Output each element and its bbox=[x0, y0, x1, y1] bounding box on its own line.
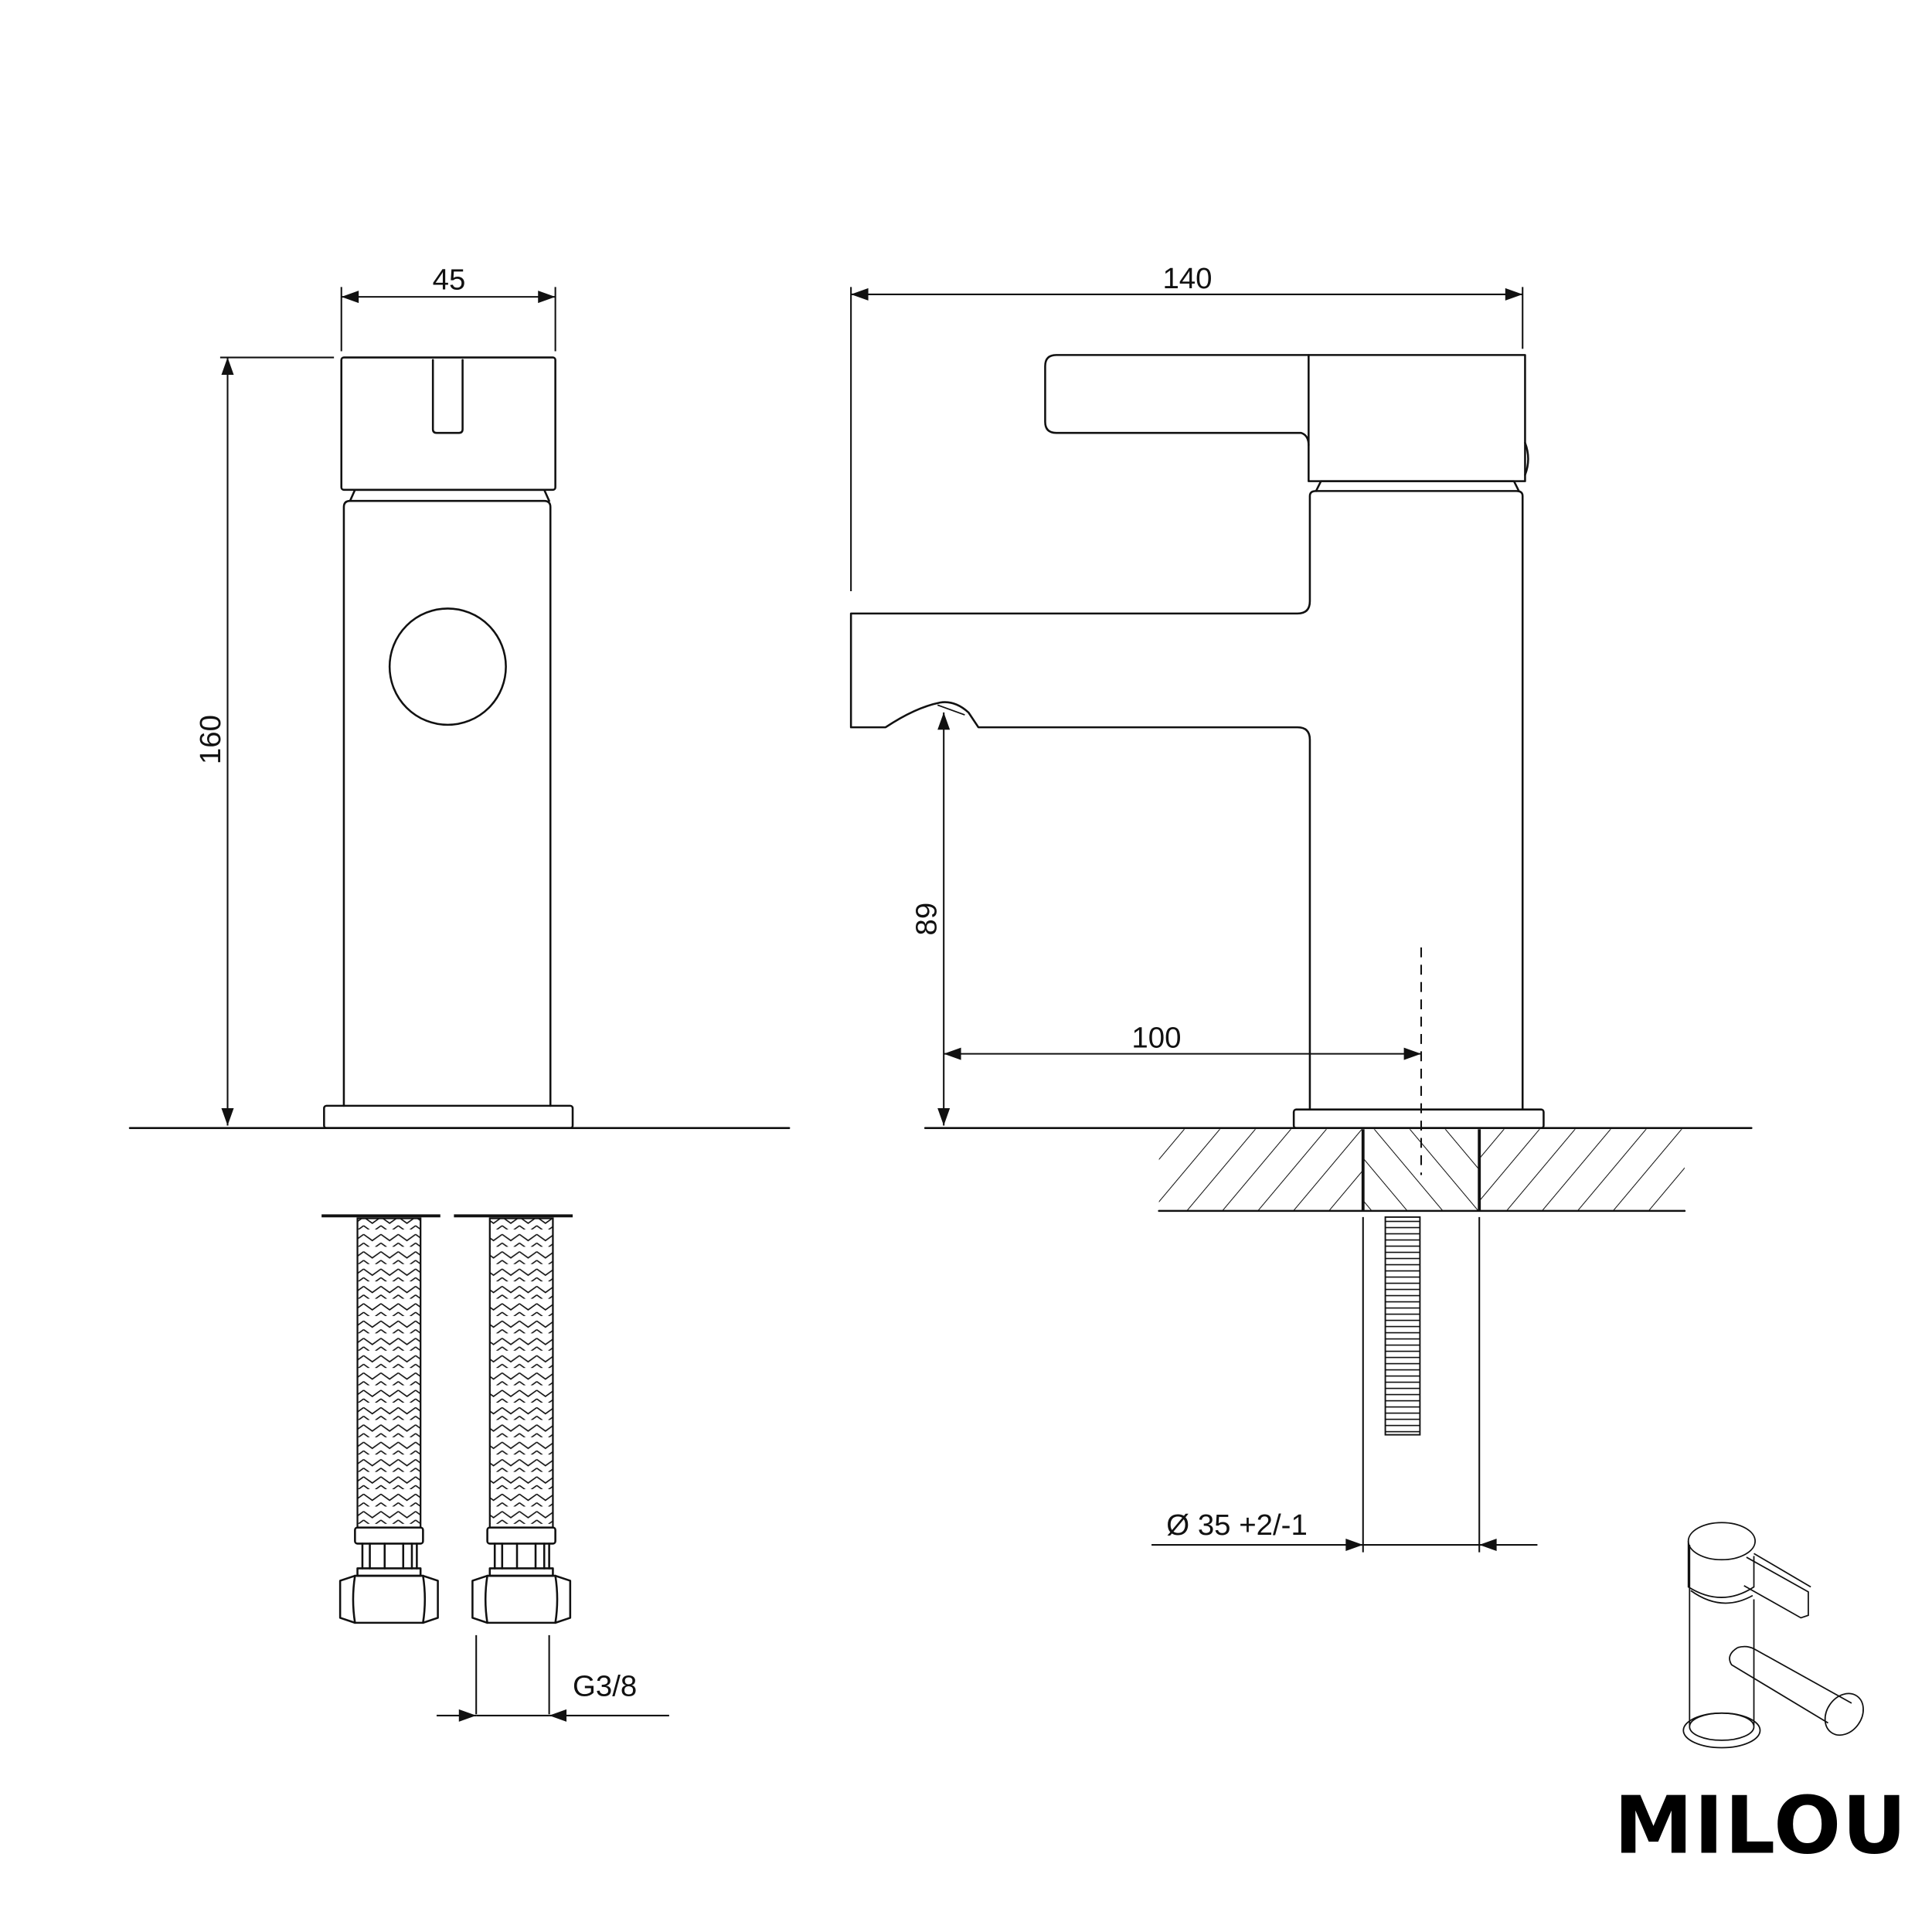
base-plate bbox=[323, 1104, 574, 1129]
dimension-height: 160 bbox=[194, 356, 335, 1126]
front-view: 45 160 bbox=[128, 264, 791, 1129]
tap-body bbox=[849, 490, 1524, 1111]
thread-label: G3/8 bbox=[573, 1669, 637, 1702]
collar bbox=[1315, 480, 1520, 492]
handle-cap bbox=[340, 356, 556, 492]
dimension-hole-diameter: Ø 35 +2/-1 bbox=[1151, 1509, 1538, 1552]
hose-left bbox=[321, 1214, 440, 1624]
height-label: 160 bbox=[194, 715, 227, 764]
flexible-hoses: G3/8 bbox=[321, 1214, 669, 1722]
hole-diameter-label: Ø 35 +2/-1 bbox=[1166, 1509, 1308, 1542]
mounting-stud bbox=[1384, 1216, 1421, 1436]
spout-reach-label: 100 bbox=[1131, 1022, 1181, 1055]
aerator-edge bbox=[937, 704, 965, 716]
brand-logo: MILOU bbox=[1614, 1781, 1908, 1872]
indicator bbox=[1524, 441, 1529, 476]
handle-block bbox=[1308, 354, 1526, 482]
dimension-spout-reach: 100 bbox=[944, 1022, 1421, 1060]
dimension-overall-length: 140 bbox=[850, 262, 1524, 592]
spout-outlet-circle bbox=[388, 607, 507, 726]
spout-height-label: 89 bbox=[910, 903, 944, 936]
lever bbox=[1044, 354, 1310, 447]
side-view: 140 89 100 Ø 35 +2/-1 bbox=[849, 262, 1753, 1553]
width-label: 45 bbox=[433, 264, 466, 297]
hose-right bbox=[454, 1214, 573, 1624]
dimension-spout-height: 89 bbox=[910, 712, 951, 1126]
collar bbox=[349, 488, 550, 502]
dimension-width: 45 bbox=[340, 264, 556, 352]
dimension-thread: G3/8 bbox=[436, 1634, 669, 1722]
overall-length-label: 140 bbox=[1162, 262, 1212, 295]
lever-slot bbox=[431, 359, 464, 434]
tap-body bbox=[342, 499, 552, 1107]
base-plate bbox=[1292, 1108, 1545, 1129]
isometric-tap-icon bbox=[1682, 1522, 1864, 1749]
